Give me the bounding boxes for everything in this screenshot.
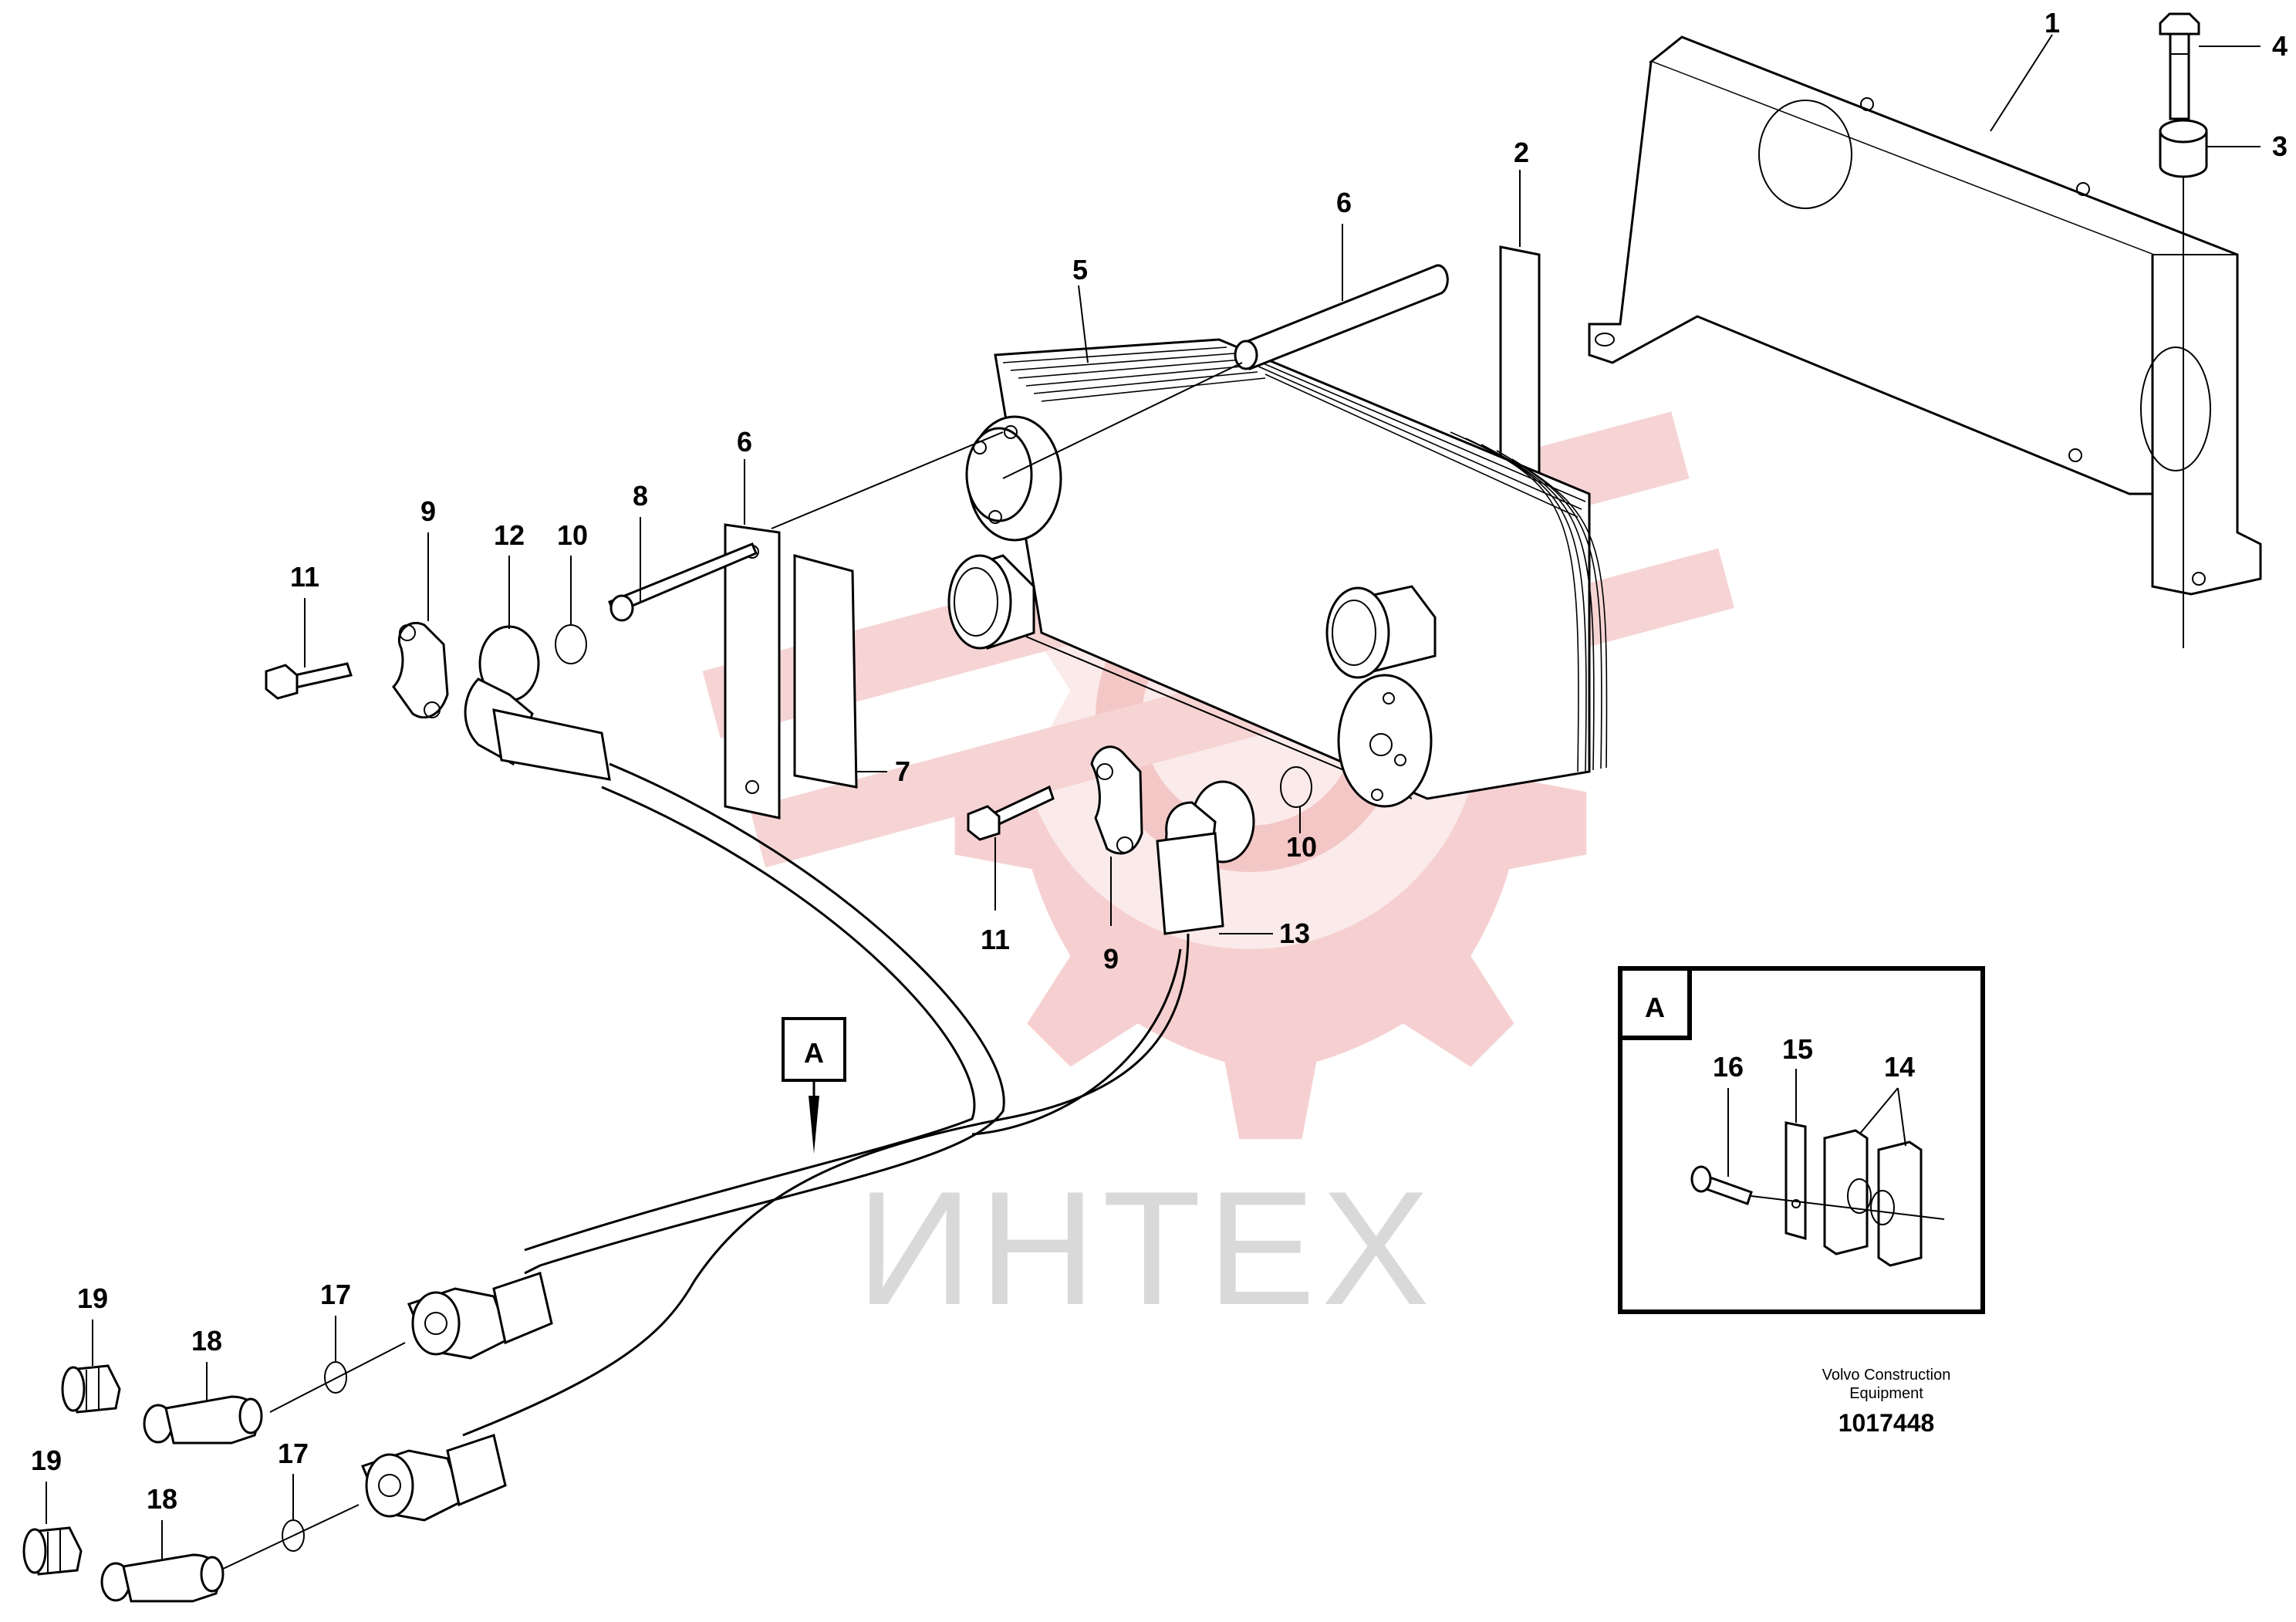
callout-1: 1 [2044,7,2060,39]
o-ring-part-17-upper [269,1342,406,1413]
callout-7: 7 [895,755,910,787]
bolt-part-16 [1690,1165,1753,1205]
callout-15: 15 [1782,1033,1813,1065]
adapter-part-19-lower [22,1526,83,1576]
callout-9-upper: 9 [420,495,436,527]
hose-line-upper-2 [524,786,976,1252]
detail-a-box: A 16 15 14 [1618,966,1985,1314]
elbow-part-18-upper [143,1395,263,1445]
callout-11-upper: 11 [290,561,319,593]
callout-19-lower: 19 [31,1445,62,1476]
plate-part-6-lower [724,431,1004,819]
tube-part-6-upper [1002,264,1449,479]
plate-part-15 [1784,1121,1807,1240]
callout-5: 5 [1072,254,1088,286]
watermark-text: ИНТЕХ [856,1157,1436,1339]
callout-17-lower: 17 [278,1438,309,1469]
clamp-part-9-upper [392,621,449,719]
oil-cooler-part-5 [947,338,1608,808]
callout-19-upper: 19 [77,1282,108,1314]
callout-13: 13 [1279,917,1310,949]
hose-fitting-part-13 [1156,780,1255,935]
hose-line-upper [524,762,1005,1275]
spacer-part-3 [2159,119,2208,178]
bolt-part-4 [2159,12,2200,120]
callout-3: 3 [2272,130,2288,162]
clamp-part-9-lower [1090,745,1143,855]
callout-14: 14 [1884,1051,1915,1083]
callout-16: 16 [1713,1051,1744,1083]
elbow-part-18-lower [100,1553,225,1603]
o-ring-part-17-lower [219,1504,360,1571]
callout-17-upper: 17 [320,1279,351,1310]
callout-8: 8 [633,480,648,512]
hose-line-lower-2 [971,948,1182,1136]
bolt-part-8 [608,542,758,622]
callout-12: 12 [494,519,525,551]
view-marker-a[interactable]: A [782,1017,846,1154]
detail-a-label: A [1645,992,1665,1023]
hose-nut-lower [360,1434,507,1522]
caption-maker-line1: Volvo Construction [1822,1367,1951,1384]
caption-block: Volvo Construction Equipment 1017448 [1822,1367,1951,1437]
hose-line-lower [462,933,1190,1437]
adapter-part-19-upper [61,1364,121,1414]
callout-18-lower: 18 [147,1483,177,1515]
callout-11-lower: 11 [981,924,1010,955]
svg-text:A: A [804,1037,824,1069]
o-ring-part-10-lower [1280,766,1312,808]
o-ring-part-10-upper [555,624,587,664]
callout-2: 2 [1514,137,1529,168]
callout-4: 4 [2272,30,2288,62]
clamp-halves-part-14 [1751,1129,1945,1267]
pad-part-7 [793,554,858,789]
callout-18-upper: 18 [191,1325,222,1357]
hose-nut-upper [407,1272,553,1360]
bolt-part-11-lower [967,785,1055,841]
callout-6-lower: 6 [737,426,752,458]
caption-drawing-number: 1017448 [1838,1409,1935,1437]
bolt-part-11-upper [265,662,353,700]
callout-9-lower: 9 [1103,943,1119,975]
callout-6-upper: 6 [1336,187,1352,218]
hose-fitting-part-12 [464,625,611,781]
rubber-pad-part-2 [1499,245,1541,492]
callout-10-upper: 10 [557,519,588,551]
caption-maker-line2: Equipment [1849,1385,1923,1402]
bracket-part-1 [1588,35,2262,596]
callout-10-lower: 10 [1286,831,1317,863]
